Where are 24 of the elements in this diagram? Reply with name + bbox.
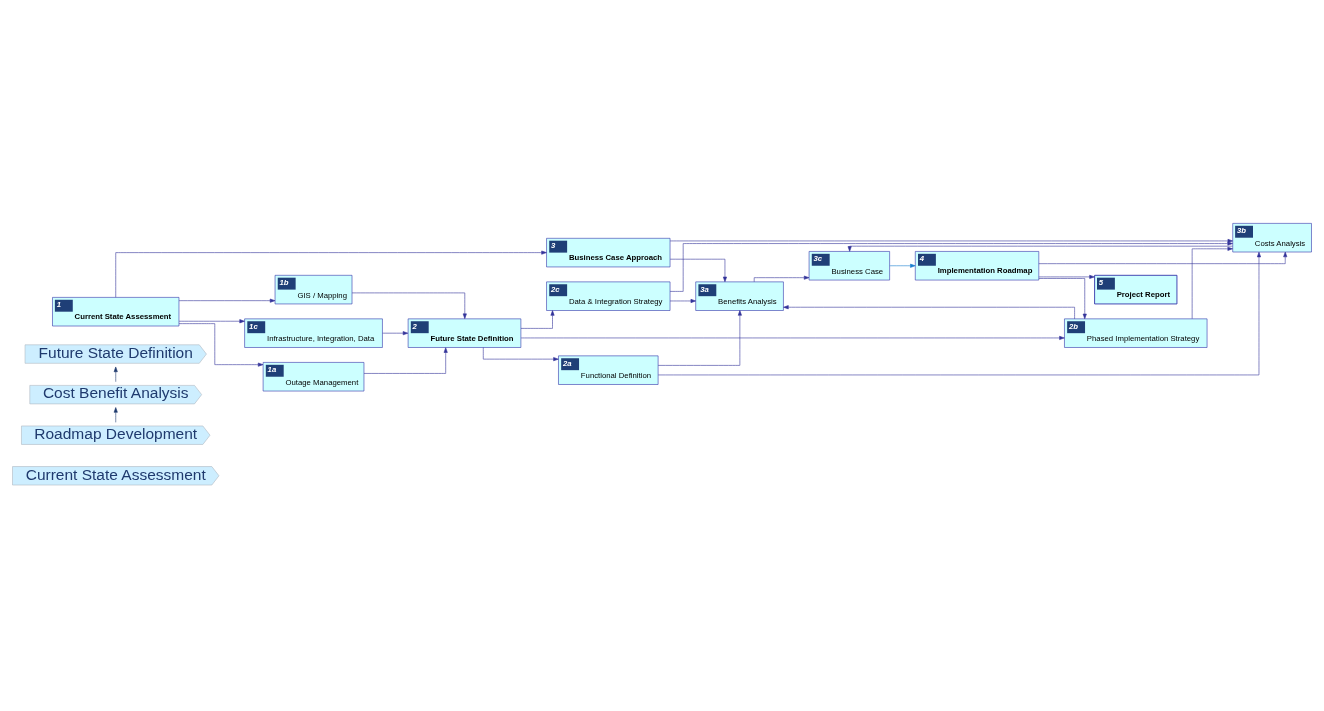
arrow (657, 309, 742, 366)
arrow (783, 304, 1075, 319)
arrow (847, 245, 1233, 252)
arrow (1038, 251, 1288, 264)
arrow (483, 346, 559, 361)
arrow (178, 318, 245, 323)
arrow (1038, 274, 1095, 279)
arrow (1191, 246, 1233, 319)
arrow (669, 258, 727, 282)
arrow (363, 346, 448, 374)
arrow (113, 406, 118, 423)
arrow (889, 263, 916, 268)
arrow (1038, 277, 1087, 319)
arrow (382, 330, 409, 335)
arrow (669, 241, 1233, 292)
arrow (753, 275, 810, 282)
arrow (113, 366, 118, 382)
arrow (115, 250, 547, 298)
arrow (520, 335, 1065, 340)
arrow (669, 298, 696, 303)
arrow (669, 238, 1233, 243)
arrow (520, 309, 555, 329)
arrow (351, 292, 467, 319)
arrow (178, 298, 276, 303)
